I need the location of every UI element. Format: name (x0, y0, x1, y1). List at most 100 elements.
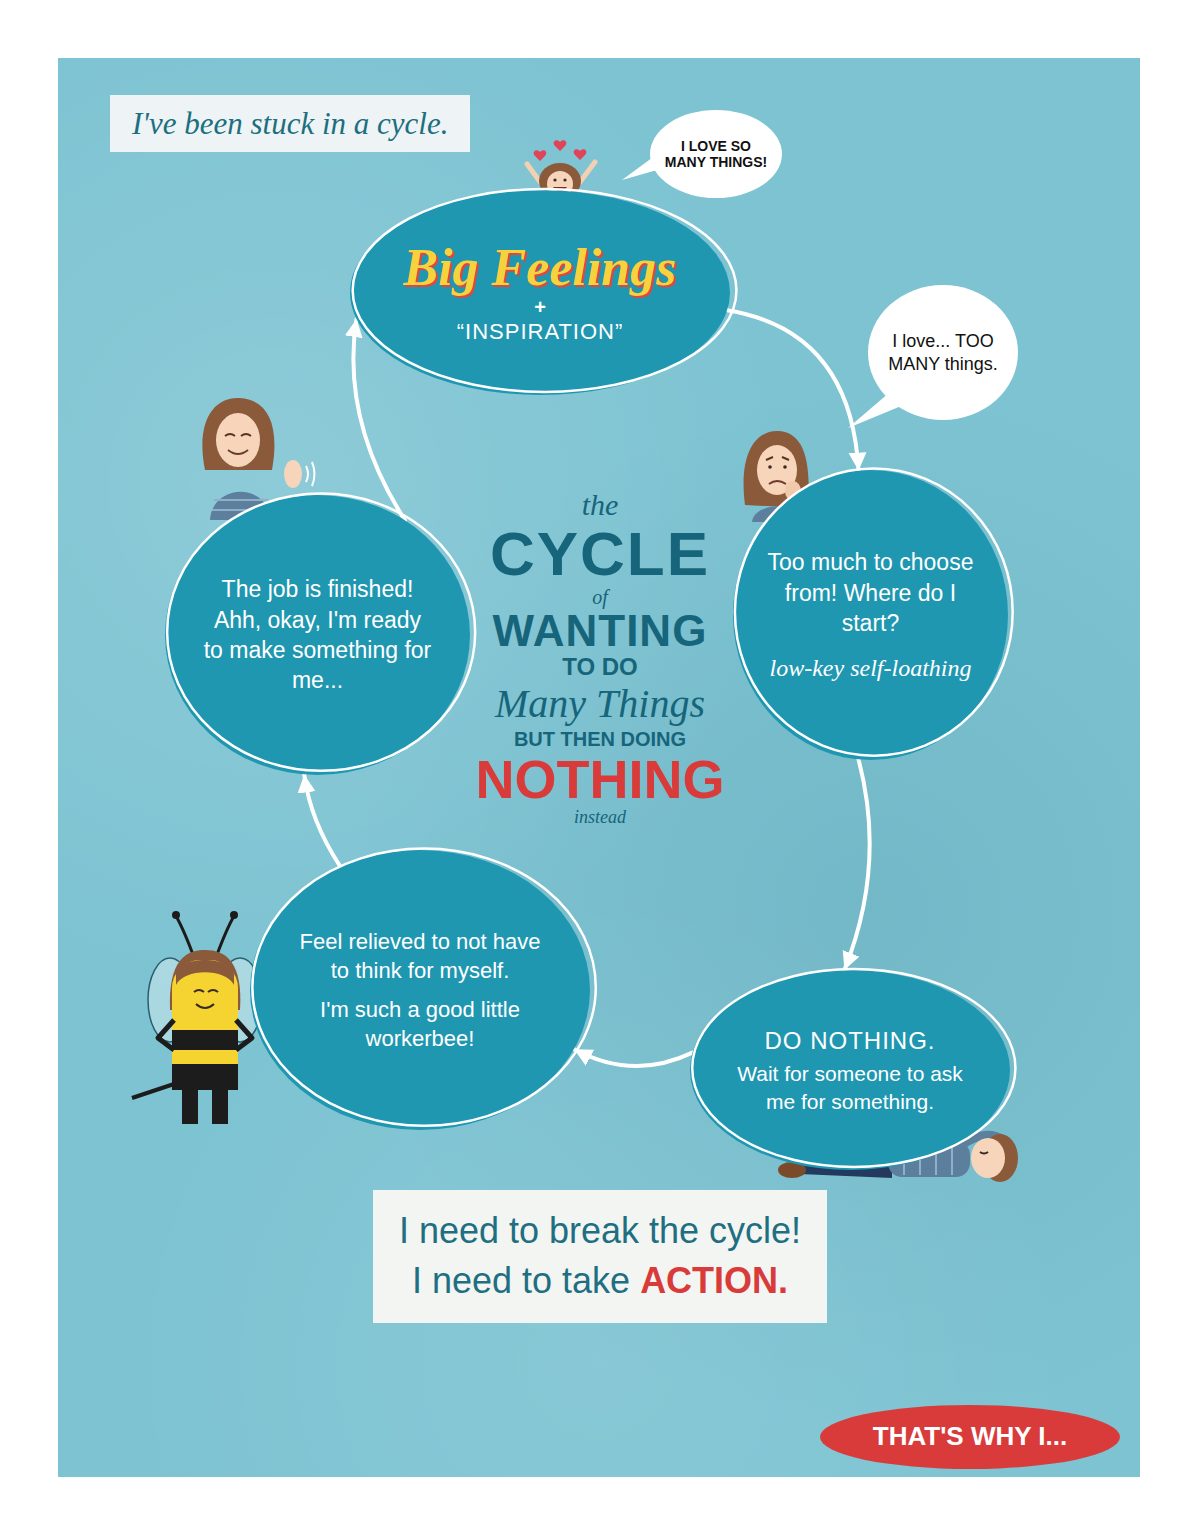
step-circle: Too much to choose from! Where do I star… (733, 470, 1008, 760)
title-line: Many Things (430, 681, 770, 727)
node-shape (868, 285, 1018, 420)
waving-figure-part (306, 462, 315, 486)
node-content: I LOVE SO MANY THINGS! (665, 138, 768, 170)
waving-figure-part (228, 450, 248, 454)
cheering-figure-part (574, 149, 587, 160)
title-word: NOTHING (476, 749, 725, 809)
title-line: BUT THEN DOING (430, 727, 770, 751)
lying-figure-part (980, 1152, 988, 1154)
title-word: BUT (514, 728, 555, 750)
cycle-arrow (574, 1049, 692, 1066)
node-text: “INSPIRATION” (381, 318, 700, 346)
diagram-title: the CYCLE of WANTING TO DO Many Things B… (430, 488, 770, 829)
worried-figure-part (783, 465, 787, 469)
waving-figure-part (216, 413, 260, 467)
worker-bee-figure-part (132, 1084, 174, 1098)
node-text: Too much to choose from! Where do I star… (766, 547, 975, 638)
worried-figure-part (766, 457, 789, 460)
title-line: instead (430, 807, 770, 829)
node-text: + (381, 296, 700, 318)
worker-bee-figure-part (230, 911, 238, 919)
step-circle: DO NOTHING. Wait for someone to ask me fo… (690, 970, 1010, 1170)
worker-bee-figure-part (172, 1064, 238, 1090)
caption-box: I've been stuck in a cycle. (110, 95, 470, 152)
title-word: Things (596, 681, 705, 726)
node-content: I've been stuck in a cycle. (132, 105, 448, 142)
title-line: WANTING (430, 608, 770, 654)
node-shape-part (868, 285, 1018, 420)
worker-bee-figure (132, 911, 262, 1124)
node-content: I love... TOO MANY things. (886, 330, 1000, 375)
node-shape-part (650, 110, 782, 198)
worried-figure-part (769, 481, 786, 484)
action-box: I need to break the cycle!I need to take… (373, 1190, 827, 1323)
node-shape-part (252, 849, 595, 1126)
node-text: DO NOTHING. (729, 1025, 972, 1056)
cheering-figure-part (554, 140, 567, 151)
title-line: the (430, 488, 770, 521)
worker-bee-figure-part (172, 960, 238, 1090)
node-content: I need to break the cycle!I need to take… (399, 1206, 801, 1307)
title-word: Many (495, 681, 586, 726)
node-content: DO NOTHING. Wait for someone to ask me fo… (729, 1025, 972, 1115)
node-text: I'm such a good little workerbee! (291, 995, 549, 1053)
cycle-arrow (727, 310, 858, 470)
node-text: I love... TOO MANY things. (886, 330, 1000, 375)
node-content: The job is finished! Ahh, okay, I'm read… (202, 574, 434, 695)
title-word: instead (574, 807, 626, 827)
worker-bee-figure-part (172, 911, 180, 919)
feelings-ellipse: Big Feelings+“INSPIRATION” (350, 190, 730, 395)
step-circle: The job is finished! Ahh, okay, I'm read… (165, 495, 470, 775)
node-text: Feel relieved to not have to think for m… (291, 927, 549, 985)
title-line: of (430, 586, 770, 608)
cycle-arrow (304, 775, 340, 867)
cycle-arrow (844, 759, 869, 970)
node-text: THAT'S WHY I... (844, 1421, 1096, 1452)
cheering-figure-part (563, 178, 566, 181)
next-pill: THAT'S WHY I... (820, 1405, 1120, 1469)
cheering-figure-part (553, 178, 556, 181)
title-word: CYCLE (490, 519, 710, 588)
waving-figure-part (284, 460, 302, 488)
lying-figure-part (971, 1138, 1005, 1178)
speech-bubble: I LOVE SO MANY THINGS! (650, 110, 782, 198)
waving-figure-part (225, 434, 251, 436)
title-word: THEN (561, 728, 615, 750)
waving-figure-part (202, 398, 274, 470)
speech-bubble: I love... TOO MANY things. (868, 285, 1018, 420)
node-text: The job is finished! Ahh, okay, I'm read… (202, 574, 434, 695)
title-word: of (592, 586, 608, 608)
worker-bee-figure-part (194, 990, 218, 992)
node-content: Big Feelings+“INSPIRATION” (381, 239, 700, 346)
node-text: Wait for someone to ask me for something… (729, 1060, 972, 1115)
title-word: DOING (621, 728, 687, 750)
node-text: I need to break the cycle! (399, 1206, 801, 1256)
node-text: I need to take ACTION. (399, 1256, 801, 1306)
node-content: Feel relieved to not have to think for m… (291, 927, 549, 1053)
node-shape-part (735, 469, 1013, 756)
node-shape-part (692, 969, 1015, 1167)
worried-figure-part (768, 465, 772, 469)
cheering-figure-part (534, 150, 547, 161)
node-text: Big Feelings (381, 239, 700, 296)
title-word: DO (602, 653, 638, 680)
node-text: low-key self-loathing (766, 653, 975, 683)
title-word: WANTING (493, 606, 708, 655)
accent-word: ACTION. (640, 1260, 788, 1301)
worker-bee-figure-part (182, 1088, 198, 1124)
node-text: I've been stuck in a cycle. (132, 105, 448, 142)
worker-bee-figure-part (212, 1088, 228, 1124)
node-shape-part (353, 189, 737, 392)
title-line: TO DO (430, 654, 770, 680)
node-shape-part (820, 1405, 1120, 1469)
worker-bee-figure-part (196, 1004, 214, 1008)
node-content: THAT'S WHY I... (844, 1421, 1096, 1452)
step-circle: Feel relieved to not have to think for m… (250, 850, 590, 1130)
worker-bee-figure-part (158, 1020, 252, 1050)
node-text: I LOVE SO MANY THINGS! (665, 138, 768, 170)
worker-bee-figure-part (176, 960, 234, 985)
title-line: NOTHING (430, 751, 770, 808)
title-word: TO (562, 653, 595, 680)
node-shape-part (167, 494, 475, 771)
